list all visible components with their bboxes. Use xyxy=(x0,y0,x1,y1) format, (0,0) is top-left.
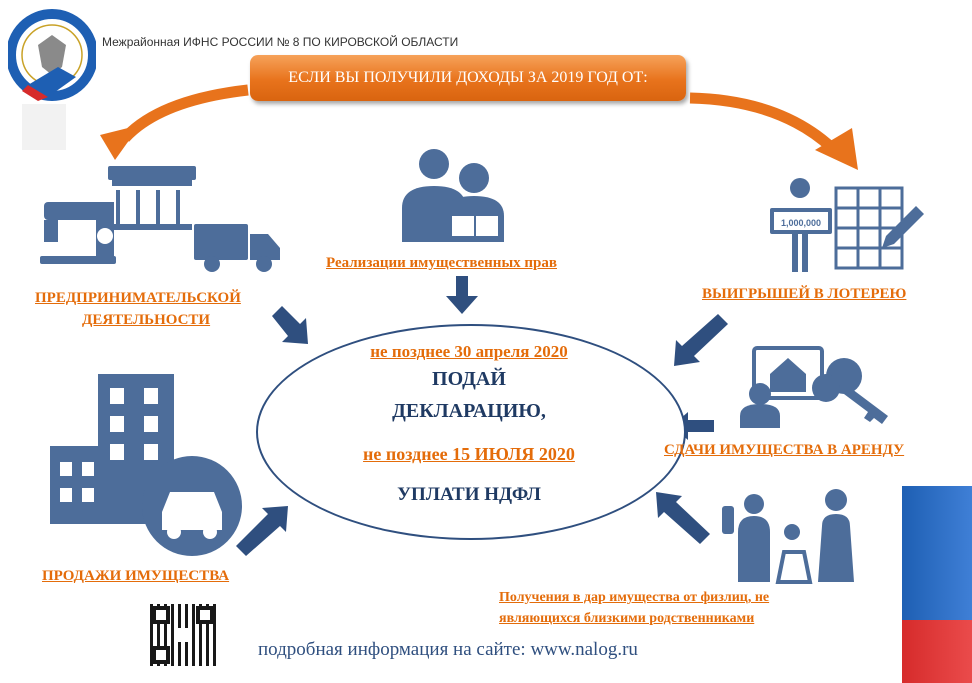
rent-house-key-icon xyxy=(740,346,888,428)
label-rights: Реализации имущественных прав xyxy=(326,255,557,271)
deadline-declaration: не позднее 30 апреля 2020 xyxy=(370,342,568,361)
action-submit-1: ПОДАЙ xyxy=(432,368,506,390)
truck-icon xyxy=(194,224,280,272)
flag-blue xyxy=(902,486,972,620)
flag-red xyxy=(902,620,972,683)
label-rent: СДАЧИ ИМУЩЕСТВА В АРЕНДУ xyxy=(664,442,905,458)
fns-logo xyxy=(6,5,98,103)
lottery-ticket-text: 1,000,000 xyxy=(781,218,821,228)
lottery-icon: 1,000,000 xyxy=(770,178,924,272)
deadline-ellipse xyxy=(256,324,686,540)
label-business-2: ДЕЯТЕЛЬНОСТИ xyxy=(82,312,211,328)
label-lottery: ВЫИГРЫШЕЙ В ЛОТЕРЕЮ xyxy=(702,286,907,302)
banner-text: ЕСЛИ ВЫ ПОЛУЧИЛИ ДОХОДЫ ЗА 2019 ГОД ОТ: xyxy=(288,69,648,86)
sewing-machine-icon xyxy=(40,202,116,264)
action-pay: УПЛАТИ НДФЛ xyxy=(397,484,541,505)
footer-website: подробная информация на сайте: www.nalog… xyxy=(258,639,638,660)
car-icon xyxy=(142,456,242,556)
label-gift-2: являющихся близкими родственниками xyxy=(499,611,755,626)
income-banner: ЕСЛИ ВЫ ПОЛУЧИЛИ ДОХОДЫ ЗА 2019 ГОД ОТ: xyxy=(250,55,686,101)
logo-placeholder xyxy=(22,104,66,150)
qr-code xyxy=(150,604,216,666)
people-book-icon xyxy=(402,149,504,242)
deadline-payment: не позднее 15 ИЮЛЯ 2020 xyxy=(363,444,575,464)
label-sale: ПРОДАЖИ ИМУЩЕСТВА xyxy=(42,568,230,584)
label-gift-1: Получения в дар имущества от физлиц, не xyxy=(499,590,770,605)
family-gift-icon xyxy=(722,489,854,584)
office-title: Межрайонная ИФНС РОССИИ № 8 ПО КИРОВСКОЙ… xyxy=(102,35,459,49)
shop-icon xyxy=(108,166,196,230)
label-business-1: ПРЕДПРИНИМАТЕЛЬСКОЙ xyxy=(35,290,241,306)
action-submit-2: ДЕКЛАРАЦИЮ, xyxy=(392,400,546,422)
flag-strip xyxy=(902,486,972,683)
